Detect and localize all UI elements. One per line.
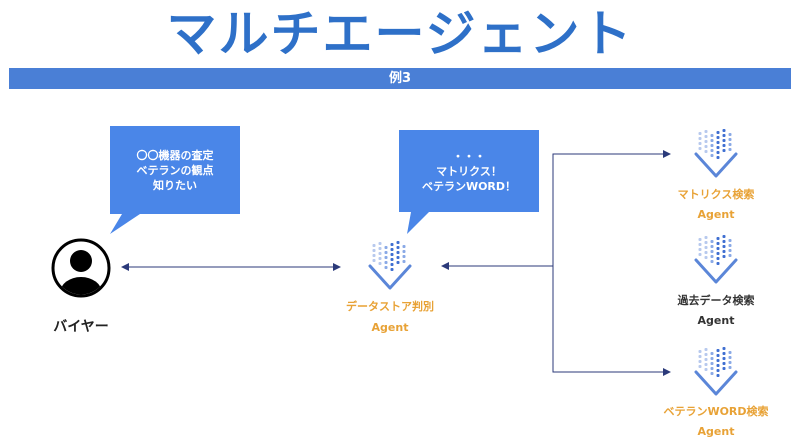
agent-funnel-icon: [694, 235, 738, 284]
bubble-line: ・・・: [452, 149, 486, 163]
buyer-speech-bubble: 〇〇機器の査定 ベテランの観点 知りたい: [110, 126, 240, 214]
agent-name-veteran-word: ベテランWORD検索: [663, 405, 769, 418]
agent-icon: [692, 346, 740, 402]
bubble-line: 知りたい: [153, 178, 197, 192]
router-type: Agent: [371, 321, 409, 334]
agent-type-matrix: Agent: [697, 208, 735, 221]
page-title: マルチエージェント: [166, 5, 634, 63]
agent-funnel-icon: [368, 241, 412, 290]
bubble-line: ベテランの観点: [136, 163, 214, 177]
agent-funnel-icon: [694, 129, 738, 178]
agent-type-veteran-word: Agent: [697, 425, 735, 438]
branch-trunk: [552, 153, 670, 373]
bubble-line: マトリクス！: [436, 164, 502, 178]
router-name: データストア判別: [346, 300, 434, 313]
bubble-line: ベテランWORD！: [421, 179, 517, 193]
agent-name-past-data: 過去データ検索: [677, 294, 755, 307]
agent-type-past-data: Agent: [697, 314, 735, 327]
agent-icon: [692, 234, 740, 290]
agent-name-matrix: マトリクス検索: [677, 188, 755, 201]
example-banner: 例3: [9, 68, 791, 89]
router-speech-bubble: ・・・ マトリクス！ ベテランWORD！: [399, 130, 539, 212]
user-avatar-icon: [51, 238, 111, 298]
agent-funnel-icon: [694, 347, 738, 396]
buyer-label: バイヤー: [53, 319, 109, 335]
bubble-line: 〇〇機器の査定: [136, 148, 214, 162]
agent-icon: [366, 240, 414, 296]
agent-icon: [692, 128, 740, 184]
